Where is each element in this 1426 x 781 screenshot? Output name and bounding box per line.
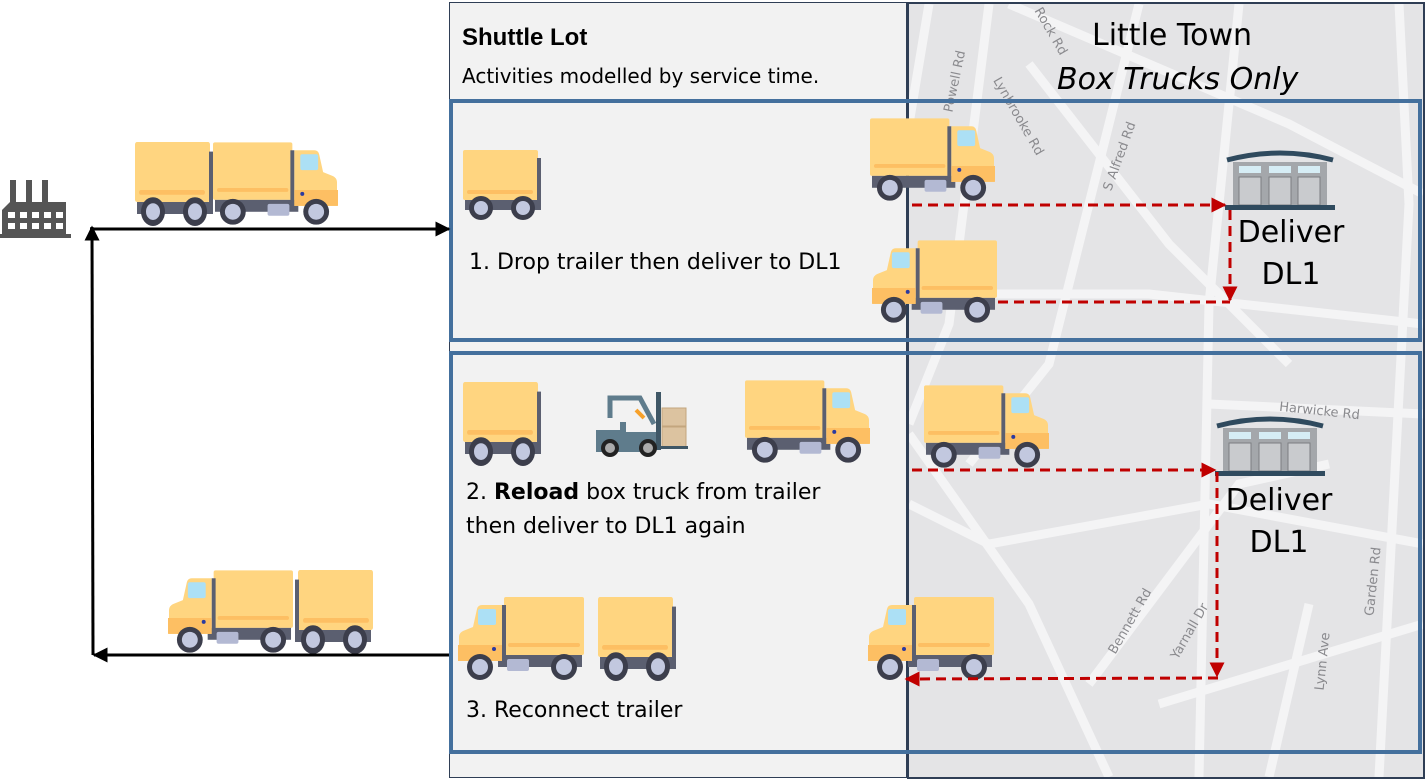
route-return xyxy=(904,671,1219,687)
step2-label-line2: then deliver to DL1 again xyxy=(466,514,746,539)
shuttle-lot-title: Shuttle Lot xyxy=(462,24,588,51)
step2-prefix: 2. xyxy=(466,480,494,505)
step2-label: 2. Reload box truck from trailer xyxy=(466,480,820,505)
step1-label: 1. Drop trailer then deliver to DL1 xyxy=(469,250,842,275)
step2-3-box xyxy=(449,351,1422,754)
deliver-text: Deliver xyxy=(1225,483,1333,518)
dl1-text: DL1 xyxy=(1261,257,1321,292)
step2-rest: box truck from trailer xyxy=(579,480,821,505)
forklift-icon xyxy=(596,392,688,457)
step1-box xyxy=(449,99,1422,342)
little-town-title: Little Town xyxy=(1092,18,1253,53)
arrow-to-factory xyxy=(84,225,100,656)
little-town-subtitle: Box Trucks Only xyxy=(1057,62,1299,97)
dl1-text: DL1 xyxy=(1249,525,1309,560)
shuttle-lot-subtitle: Activities modelled by service time. xyxy=(462,64,820,88)
step3-label: 3. Reconnect trailer xyxy=(466,698,683,723)
factory-icon xyxy=(0,180,71,238)
step2-bold: Reload xyxy=(493,480,580,505)
deliver-text: Deliver xyxy=(1237,215,1345,250)
